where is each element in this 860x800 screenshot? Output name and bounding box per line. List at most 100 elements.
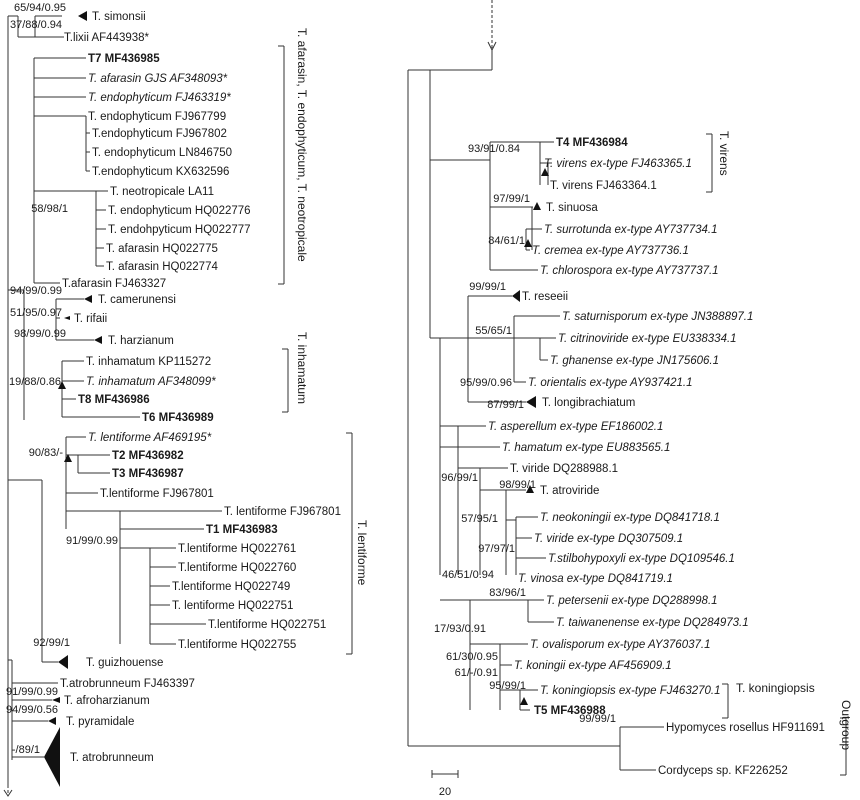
taxon-label-atro_fj463397: T.atrobrunneum FJ463397: [60, 678, 195, 690]
support-value-r12: 46/51/0.94: [442, 569, 494, 581]
node-marker-triangle: [526, 485, 534, 493]
support-value-s6: 98/99/0.99: [14, 328, 66, 340]
taxon-label-endo_fj967802: T.endophyticum FJ967802: [92, 128, 227, 140]
taxon-label-surrotunda: T. surrotunda ex-type AY737734.1: [544, 224, 717, 236]
node-marker-triangle: [64, 454, 72, 462]
taxon-label-lixii: T.lixii AF443938*: [64, 32, 150, 44]
taxon-label-viride_dq288988: T. viride DQ288988.1: [510, 463, 618, 475]
taxon-label-afa_hq022775: T. afarasin HQ022775: [106, 243, 218, 255]
taxon-label-t6: T6 MF436989: [142, 412, 214, 424]
support-value-r1: 93/91/0.84: [468, 143, 520, 155]
taxon-label-orientalis: T. orientalis ex-type AY937421.1: [528, 377, 693, 389]
collapsed-clade-camerunensi: [84, 295, 92, 303]
support-value-s7: 19/88/0.86: [9, 376, 61, 388]
node-marker-triangle: [541, 168, 549, 176]
taxon-label-stilbohypoxyli: T.stilbohypoxyli ex-type DQ109546.1: [548, 553, 735, 565]
taxon-label-t5: T5 MF436988: [534, 705, 606, 717]
taxon-label-lent_hq022755: T.lentiforme HQ022755: [178, 639, 296, 651]
taxon-label-lent_hq022751b: T.lentiforme HQ022751: [208, 619, 326, 631]
support-value-r8: 96/99/1: [441, 472, 478, 484]
support-value-s9: 91/99/0.99: [66, 535, 118, 547]
taxon-label-petersenii: T. petersenii ex-type DQ288998.1: [546, 595, 718, 607]
taxon-label-endo_fj463319: T. endophyticum FJ463319*: [88, 92, 231, 104]
clade-label-outgroup: Outgroup: [839, 700, 853, 750]
collapsed-clade-harzianum: [94, 336, 102, 344]
taxon-label-citrinoviride: T. citrinoviride ex-type EU338334.1: [558, 333, 737, 345]
taxon-label-atrobrunneum: T. atrobrunneum: [70, 752, 154, 764]
collapsed-clade-afroharzianum: [52, 697, 60, 703]
taxon-label-reseeii: T. reseeii: [522, 291, 568, 303]
taxon-label-lent_hq022761: T.lentiforme HQ022761: [178, 543, 296, 555]
taxon-label-asperellum: T. asperellum ex-type EF186002.1: [488, 421, 663, 433]
taxon-label-ovalisporum: T. ovalisporum ex-type AY376037.1: [530, 639, 711, 651]
scale-bar-label: 20: [439, 786, 451, 798]
collapsed-clade-reseeii: [512, 290, 520, 302]
taxon-label-taiwanenense: T. taiwanenense ex-type DQ284973.1: [556, 617, 749, 629]
taxon-label-longibrachiatum: T. longibrachiatum: [542, 397, 635, 409]
taxon-label-hamatum: T. hamatum ex-type EU883565.1: [502, 442, 670, 454]
taxon-label-endo_hq022777: T. endohpyticum HQ022777: [108, 224, 251, 236]
taxon-label-ghanense: T. ghanense ex-type JN175606.1: [550, 355, 719, 367]
support-value-r6: 95/99/0.96: [460, 377, 512, 389]
taxon-label-vinosa: T. vinosa ex-type DQ841719.1: [518, 573, 673, 585]
support-value-s5: 51/95/0.97: [10, 307, 62, 319]
node-marker-triangle: [58, 381, 66, 389]
collapsed-clade-guizhouense: [58, 655, 68, 669]
support-value-r13: 83/96/1: [489, 587, 526, 599]
support-value-r4: 99/99/1: [469, 281, 506, 293]
support-value-s2: 37/88/0.94: [10, 19, 62, 31]
clade-label-virens: T. virens: [717, 131, 731, 176]
taxon-label-lent_hq022760: T.lentiforme HQ022760: [178, 562, 296, 574]
taxon-label-koningii: T. koningii ex-type AF456909.1: [514, 660, 672, 672]
taxon-label-endo_kx632596: T.endophyticum KX632596: [92, 166, 229, 178]
taxon-label-viride_ex: T. viride ex-type DQ307509.1: [534, 533, 683, 545]
taxon-label-afarasin_gjs: T. afarasin GJS AF348093*: [88, 73, 228, 85]
taxon-label-endo_ln846750: T. endophyticum LN846750: [92, 147, 232, 159]
support-value-r16: 61/-/0.91: [455, 667, 498, 679]
clade-label-lentiforme: T. lentiforme: [355, 520, 369, 586]
collapsed-clade-rifaii: [64, 316, 70, 320]
taxon-label-pyramidale: T. pyramidale: [66, 716, 134, 728]
taxon-label-endo_fj967799: T. endophyticum FJ967799: [88, 111, 226, 123]
taxon-label-simonsii: T. simonsii: [92, 11, 146, 23]
support-value-r9: 98/99/1: [499, 479, 536, 491]
taxon-label-endo_hq022776: T. endophyticum HQ022776: [108, 205, 251, 217]
node-marker-triangle: [520, 697, 528, 705]
taxon-label-cremea: T. cremea ex-type AY737736.1: [532, 245, 689, 257]
taxon-label-atroviride: T. atroviride: [540, 485, 599, 497]
taxon-label-hypomyces: Hypomyces rosellus HF911691: [666, 722, 825, 734]
collapsed-clade-simonsii: [78, 11, 87, 21]
taxon-label-t3: T3 MF436987: [112, 468, 184, 480]
taxon-label-neokoningii: T. neokoningii ex-type DQ841718.1: [540, 512, 720, 524]
support-value-s10: 92/99/1: [33, 637, 70, 649]
support-value-r10: 57/95/1: [461, 513, 498, 525]
taxon-label-afa_hq022774: T. afarasin HQ022774: [106, 261, 218, 273]
support-value-s1: 65/94/0.95: [14, 2, 66, 14]
taxon-label-neo_la11: T. neotropicale LA11: [110, 186, 214, 198]
taxon-label-afa_fj463327: T.afarasin FJ463327: [62, 278, 166, 290]
support-value-r7: 87/99/1: [487, 399, 524, 411]
tree-branches: [3, 0, 847, 797]
taxon-label-inh_kp115272: T. inhamatum KP115272: [86, 356, 211, 368]
support-value-s4: 94/99/0.99: [10, 285, 62, 297]
support-value-r2: 97/99/1: [493, 193, 530, 205]
taxon-label-t7: T7 MF436985: [88, 53, 160, 65]
taxon-label-cordyceps: Cordyceps sp. KF226252: [658, 765, 788, 777]
taxon-label-lent_hq022749: T.lentiforme HQ022749: [172, 581, 290, 593]
support-value-s8: 90/83/-: [29, 447, 64, 459]
taxon-label-t4: T4 MF436984: [556, 137, 628, 149]
taxon-label-virens_ex: T. virens ex-type FJ463365.1: [544, 158, 692, 170]
support-value-s12: 94/99/0.56: [6, 704, 58, 716]
support-value-s3: 58/98/1: [31, 203, 68, 215]
taxon-label-t2: T2 MF436982: [112, 450, 184, 462]
support-value-r17: 95/99/1: [489, 680, 526, 692]
support-value-r14: 17/93/0.91: [434, 623, 486, 635]
collapsed-clade-atrobrunneum: [44, 727, 60, 787]
support-value-r15: 61/30/0.95: [446, 651, 498, 663]
root-arrowhead: [3, 789, 13, 797]
taxon-label-t8: T8 MF436986: [78, 394, 150, 406]
collapsed-clade-longibrachiatum: [526, 396, 536, 408]
taxon-label-camerunensi: T. camerunensi: [98, 294, 176, 306]
taxon-label-harzianum: T. harzianum: [108, 335, 174, 347]
